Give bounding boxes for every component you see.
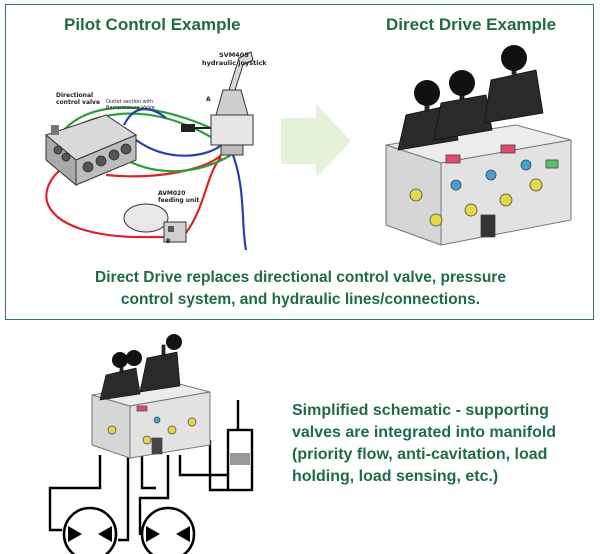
red-line-3	[105, 154, 222, 178]
pilot-control-diagram: SVM405 hydraulic joystick Directional co…	[44, 45, 572, 251]
schematic-manifold	[91, 334, 211, 459]
direct-drive-title: Direct Drive Example	[386, 15, 557, 34]
valve-label-line1: Directional	[56, 92, 93, 99]
comparison-panel: Pilot Control Example Direct Drive Examp…	[5, 4, 594, 320]
valve-label-line2: control valve	[56, 99, 100, 106]
schematic-note: Simplified schematic - supporting valves…	[292, 400, 592, 488]
joystick-label-line1: SVM405	[219, 51, 249, 59]
feed-label-line1: AVM020	[158, 190, 185, 197]
replacement-caption: Direct Drive replaces directional contro…	[6, 267, 595, 311]
red-line-1	[45, 164, 176, 239]
replacement-arrow-icon	[281, 104, 351, 178]
note-line-2: valves are integrated into manifold	[292, 424, 557, 441]
joystick-graphic	[181, 51, 254, 156]
note-line-3: (priority flow, anti-cavitation, load	[292, 446, 548, 463]
directional-control-valve	[44, 114, 138, 187]
caption-line-1: Direct Drive replaces directional contro…	[95, 269, 506, 286]
port-a-label: A	[206, 96, 211, 103]
green-line-1	[63, 106, 222, 134]
hydraulic-motor-left-icon	[62, 506, 118, 554]
direct-drive-manifold	[385, 45, 572, 246]
note-line-1: Simplified schematic - supporting	[292, 402, 549, 419]
feed-label-line2: feeding unit	[158, 197, 199, 204]
note-line-4: holding, load sensing, etc.)	[292, 468, 499, 485]
port-b-label: B	[166, 238, 171, 245]
hydraulic-cylinder-icon	[226, 428, 254, 492]
caption-line-2: control system, and hydraulic lines/conn…	[120, 291, 481, 308]
pilot-control-title: Pilot Control Example	[64, 15, 241, 34]
blue-line-2	[229, 149, 248, 251]
simplified-schematic	[48, 334, 254, 554]
blue-line-1	[123, 108, 167, 126]
blue-line-3	[135, 139, 222, 157]
green-line-2	[125, 154, 232, 173]
outlet-label-line2: Backpressure Valve	[106, 105, 155, 111]
hydraulic-motor-right-icon	[140, 506, 196, 554]
joystick-label-line2: hydraulic joystick	[202, 59, 267, 67]
outlet-label-line1: Outlet section with	[106, 99, 153, 105]
feeding-unit	[123, 203, 187, 243]
